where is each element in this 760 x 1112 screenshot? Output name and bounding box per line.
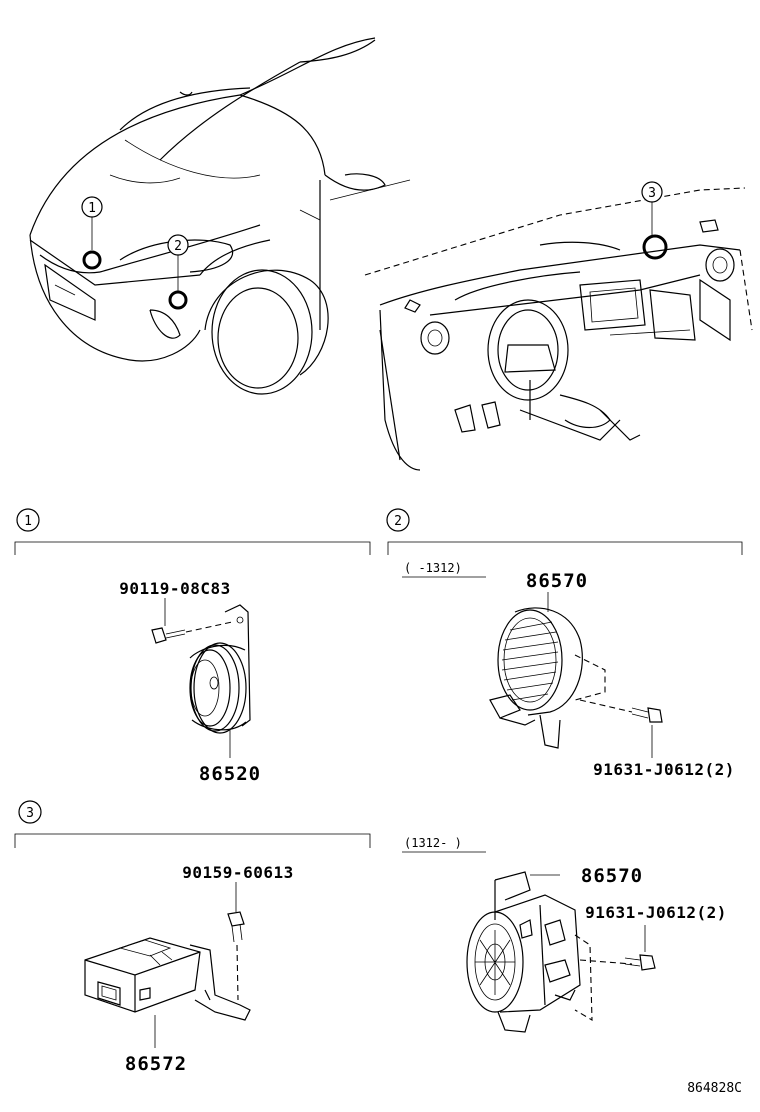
dashboard-illustration: [364, 187, 753, 471]
vehicle-sound-location-marker: [168, 290, 188, 310]
horn-part-number: 86520: [199, 763, 261, 785]
section-2-sound-unit: 2 ( -1312) 86570: [386, 508, 743, 779]
sound-unit-bolt-part-number-early: 91631-J0612(2): [593, 760, 735, 779]
date-range-label-early: ( -1312): [404, 561, 462, 575]
section-1-horn: 1 90119-08C83 86520: [14, 508, 371, 785]
svg-text:3: 3: [26, 806, 34, 821]
sound-unit-bolt-late: [624, 954, 656, 971]
module-part: [84, 937, 251, 1021]
horn-part: [189, 604, 251, 734]
callout-2: 2: [167, 234, 189, 310]
svg-text:2: 2: [174, 239, 182, 254]
horn-bolt: [151, 627, 186, 644]
module-location-marker: [642, 234, 668, 260]
date-range-label-late: (1312- ): [404, 836, 462, 850]
svg-text:1: 1: [24, 514, 32, 529]
horn-location-marker: [82, 250, 102, 270]
module-bolt: [227, 911, 245, 943]
sound-unit-bolt-early: [631, 707, 663, 723]
section-4-sound-unit: (1312- ) 86570 91631-J0612(2): [402, 836, 727, 1033]
svg-text:3: 3: [648, 186, 656, 201]
illustration-code: 864828C: [687, 1081, 742, 1096]
callout-1: 1: [81, 196, 103, 270]
sound-unit-late: [466, 871, 581, 1033]
horn-bolt-part-number: 90119-08C83: [119, 579, 230, 598]
sound-unit-bolt-part-number-late: 91631-J0612(2): [585, 903, 727, 922]
section-3-module: 3 90159-60613 86572: [14, 800, 371, 1075]
svg-text:2: 2: [394, 514, 402, 529]
svg-text:1: 1: [88, 201, 96, 216]
callout-3: 3: [641, 181, 668, 260]
module-bolt-part-number: 90159-60613: [182, 863, 293, 882]
sound-unit-part-number-late: 86570: [581, 865, 643, 887]
module-part-number: 86572: [125, 1053, 187, 1075]
sound-unit-early: [489, 607, 583, 749]
sound-unit-part-number-early: 86570: [526, 570, 588, 592]
